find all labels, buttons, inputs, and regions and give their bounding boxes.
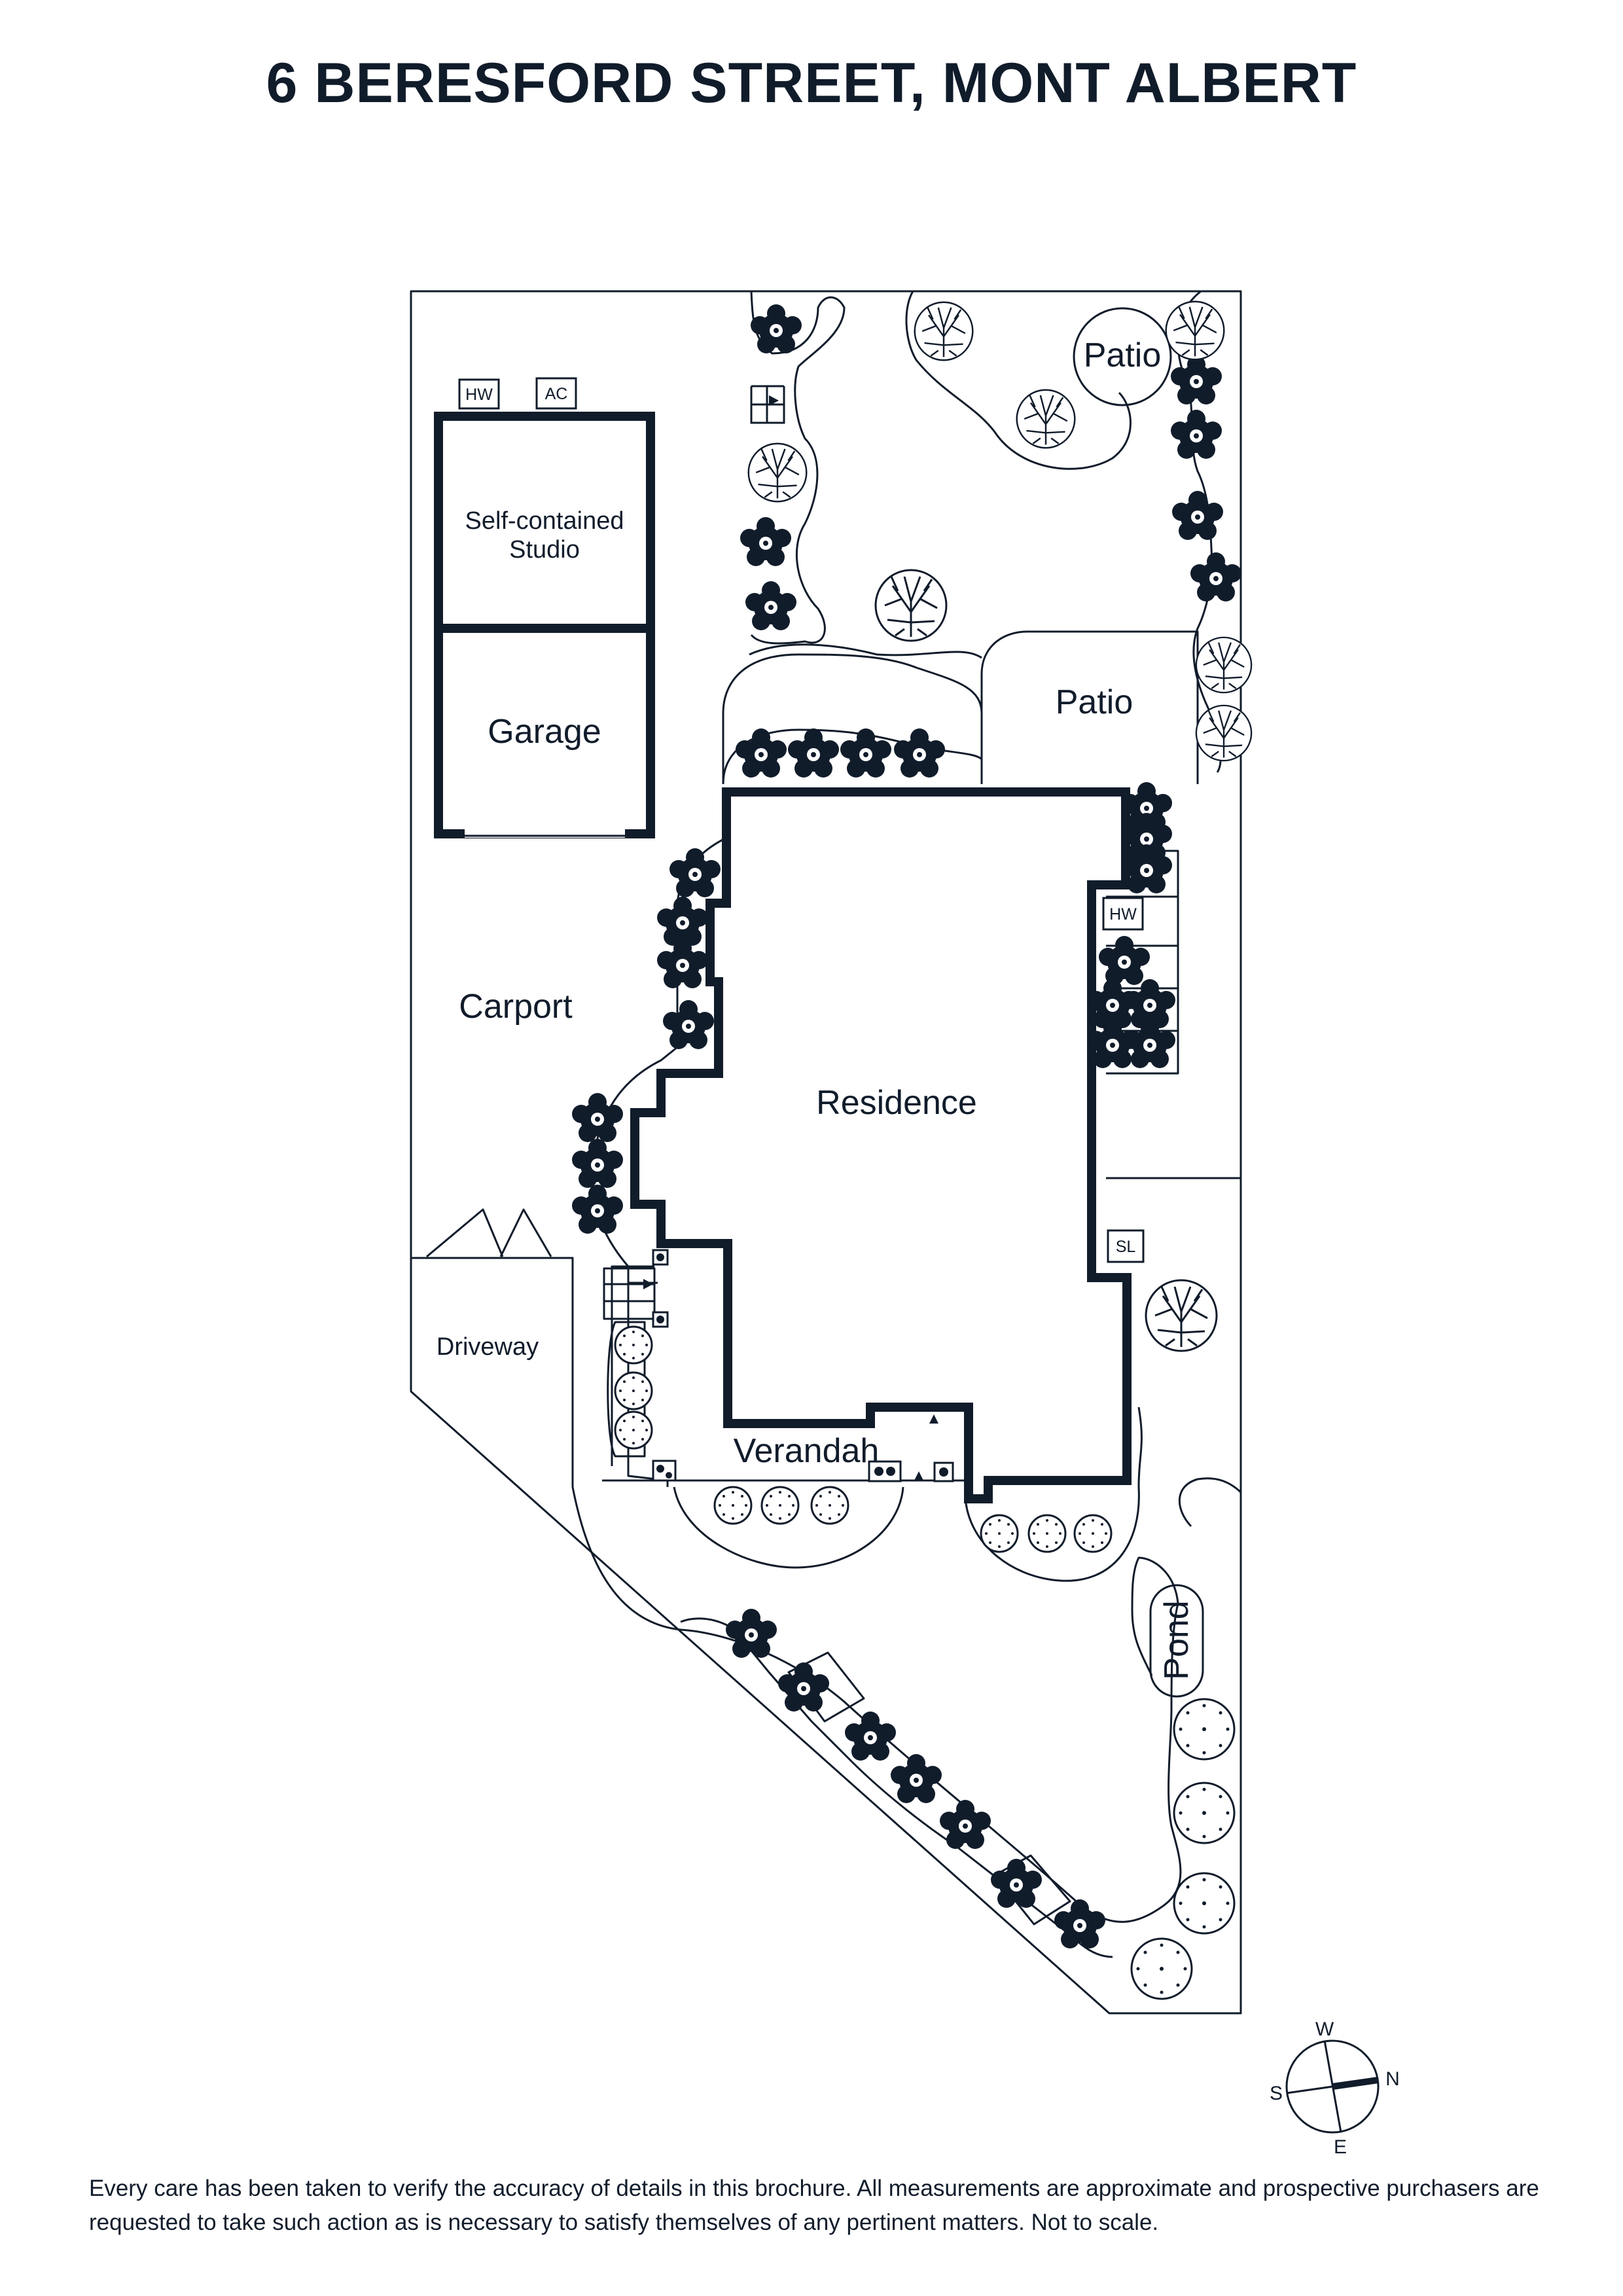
compass-n: N [1385,2068,1400,2090]
property-boundary [410,290,1242,2015]
compass-s: S [1270,2083,1283,2104]
hw-house-tag: HW [1109,905,1137,924]
hot-water-unit-studio [458,378,500,410]
patio-mid-label: Patio [1056,683,1133,721]
ac-studio-tag: AC [545,385,568,403]
garden-path [722,653,983,784]
residence-outline [630,787,1132,1503]
pond-outline [1149,1584,1204,1698]
studio-garage-building [434,412,655,838]
site-plan: Self-contained Studio Garage Carport Dri… [410,290,1400,2158]
driveway-boundary [411,1257,574,1487]
pond-label: Pond [1158,1600,1196,1679]
disclaimer-text: Every care has been taken to verify the … [89,2176,1539,2235]
patio-top-outline [1073,307,1172,406]
patio-top-label: Patio [1084,336,1162,374]
compass: W N S E [1270,2018,1400,2158]
studio-label-line2: Studio [509,536,580,564]
sl-house-tag: SL [1116,1238,1136,1256]
hot-water-unit-house [1102,897,1144,931]
residence-label: Residence [816,1084,977,1122]
air-conditioner-unit [535,377,577,410]
studio-label-line1: Self-contained [465,507,624,535]
skylight-unit [1107,1229,1145,1263]
compass-w: W [1315,2018,1334,2040]
hw-studio-tag: HW [465,386,493,404]
verandah-label: Verandah [734,1432,880,1470]
garage-label: Garage [488,713,601,751]
carport-label: Carport [459,988,573,1026]
patio-mid-outline [980,630,1199,784]
compass-e: E [1334,2136,1347,2158]
pond-bed [1131,1556,1179,1676]
page-title: 6 BERESFORD STREET, MONT ALBERT [266,52,1357,115]
driveway-label: Driveway [437,1333,539,1361]
